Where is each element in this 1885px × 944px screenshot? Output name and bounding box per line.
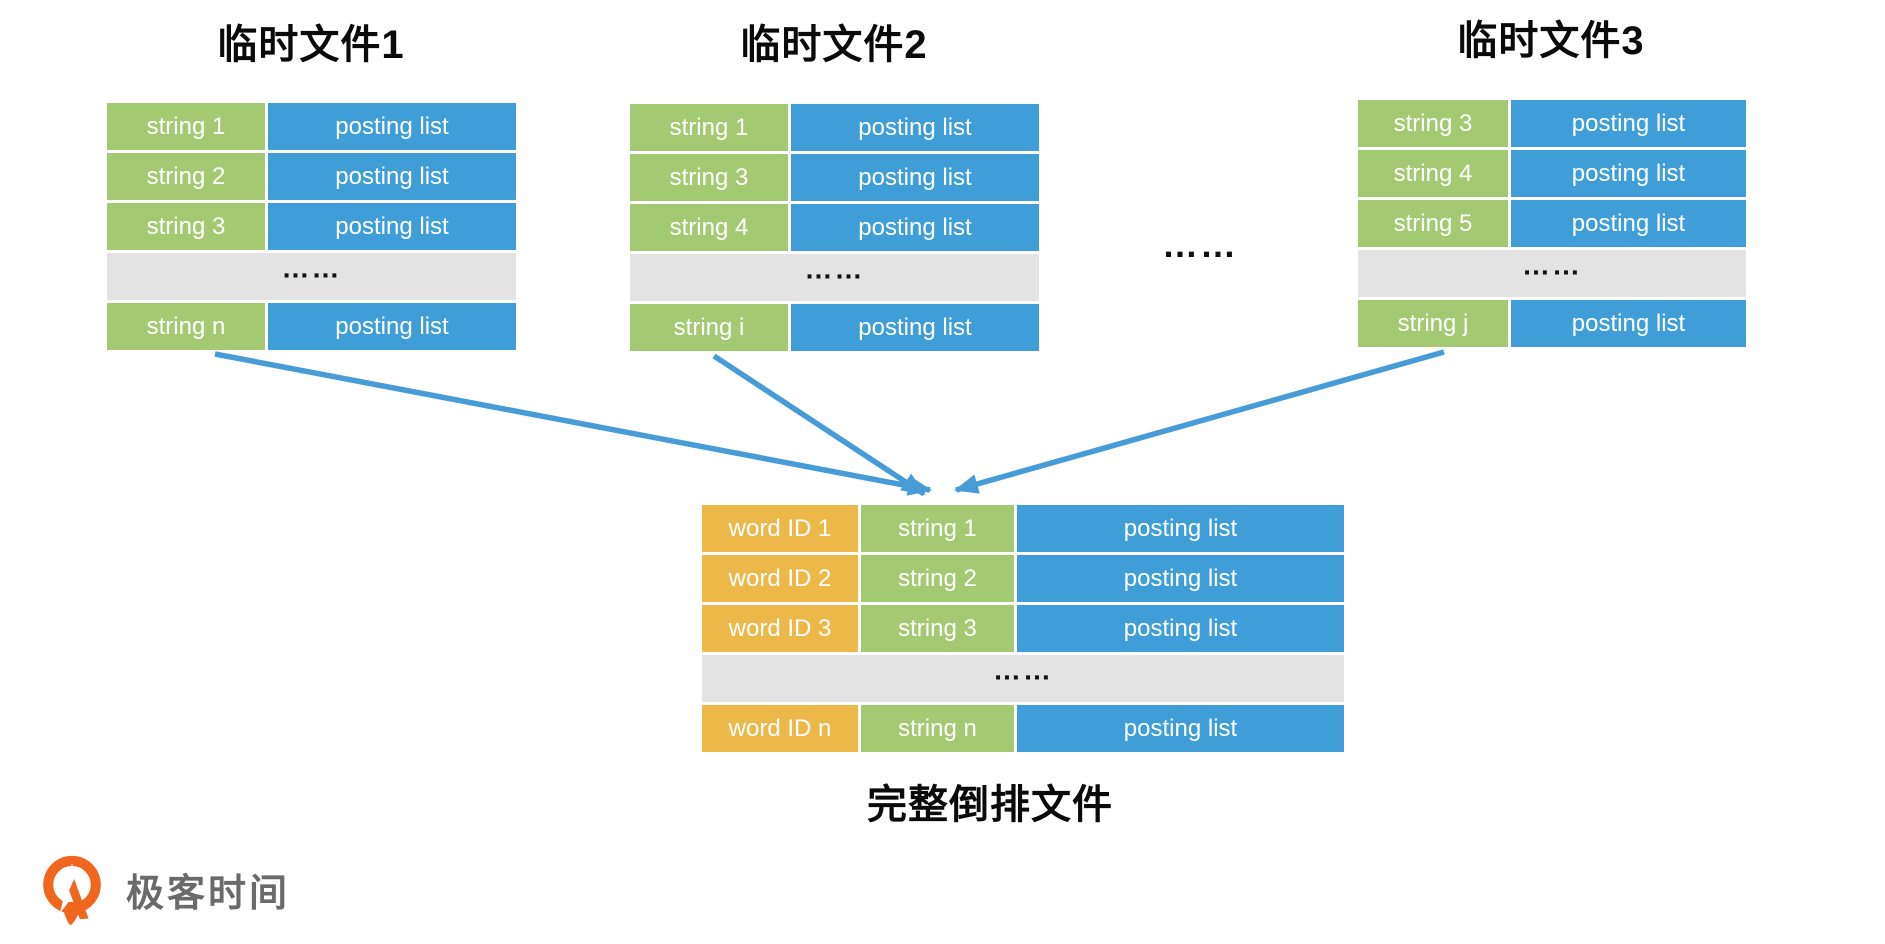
posting-cell: posting list [1017, 505, 1344, 552]
posting-cell: posting list [1017, 705, 1344, 752]
posting-cell: posting list [791, 154, 1039, 201]
key-cell: string 5 [1358, 200, 1508, 247]
key-cell: string 1 [107, 103, 265, 150]
key-cell: string n [107, 303, 265, 350]
posting-cell: posting list [791, 104, 1039, 151]
posting-cell: posting list [1511, 150, 1746, 197]
geektime-logo: 极客时间 [36, 850, 290, 928]
key-cell: string 4 [1358, 150, 1508, 197]
key-cell: string 3 [1358, 100, 1508, 147]
ellipsis-text: …… [1522, 249, 1582, 281]
ellipsis-row: …… [107, 252, 516, 300]
more-temp-files-ellipsis: …… [1120, 222, 1280, 286]
posting-cell: posting list [1511, 300, 1746, 347]
key-cell: string 3 [107, 203, 265, 250]
posting-cell: posting list [268, 103, 516, 150]
geektime-logo-icon [43, 855, 101, 925]
posting-cell: posting list [1511, 100, 1746, 147]
geektime-logo-text: 极客时间 [126, 872, 291, 915]
arrow-from-temp2 [712, 353, 926, 497]
temp-file-3-title: 临时文件3 [1457, 19, 1645, 63]
word-id-cell: word ID 2 [702, 555, 858, 602]
temp-file-2-title: 临时文件2 [740, 23, 928, 67]
merged-inverted-file-table: word ID 1 string 1 posting list word ID … [702, 505, 1344, 752]
key-cell: string n [861, 705, 1014, 752]
ellipsis-row: …… [630, 253, 1039, 301]
key-cell: string 1 [861, 505, 1014, 552]
temp-file-2-table: string 1 posting list string 3 posting l… [630, 104, 1039, 351]
key-cell: string 2 [861, 555, 1014, 602]
word-id-cell: word ID n [702, 705, 858, 752]
key-cell: string 3 [630, 154, 788, 201]
word-id-cell: word ID 3 [702, 605, 858, 652]
ellipsis-row: …… [702, 654, 1344, 702]
key-cell: string 3 [861, 605, 1014, 652]
ellipsis-row: …… [1358, 249, 1746, 297]
temp-file-3-table: string 3 posting list string 4 posting l… [1358, 100, 1746, 347]
ellipsis-text: …… [993, 654, 1053, 686]
key-cell: string 1 [630, 104, 788, 151]
key-cell: string j [1358, 300, 1508, 347]
merged-file-title: 完整倒排文件 [867, 783, 1113, 827]
temp-file-1-title: 临时文件1 [217, 23, 405, 67]
posting-cell: posting list [1017, 555, 1344, 602]
temp-file-1-table: string 1 posting list string 2 posting l… [107, 103, 516, 350]
posting-cell: posting list [1017, 605, 1344, 652]
posting-cell: posting list [791, 304, 1039, 351]
posting-cell: posting list [268, 203, 516, 250]
key-cell: string 2 [107, 153, 265, 200]
ellipsis-text: …… [1162, 223, 1238, 265]
posting-cell: posting list [268, 153, 516, 200]
word-id-cell: word ID 1 [702, 505, 858, 552]
posting-cell: posting list [791, 204, 1039, 251]
arrow-from-temp3 [954, 349, 1445, 494]
ellipsis-text: …… [804, 253, 865, 285]
arrow-from-temp1 [214, 351, 932, 496]
key-cell: string i [630, 304, 788, 351]
key-cell: string 4 [630, 204, 788, 251]
posting-cell: posting list [268, 303, 516, 350]
posting-cell: posting list [1511, 200, 1746, 247]
ellipsis-text: …… [281, 252, 342, 284]
